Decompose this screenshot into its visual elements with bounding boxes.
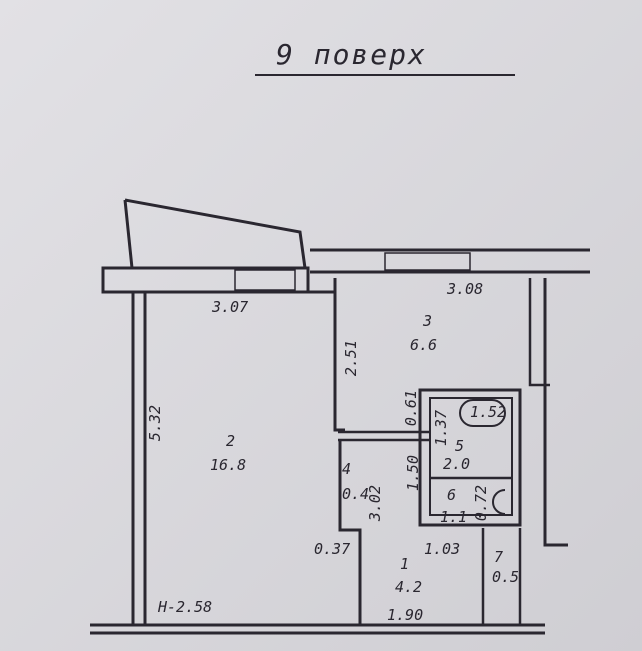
- ceiling-height: H-2.58: [158, 598, 213, 616]
- dim-1-52: 1.52: [470, 403, 507, 421]
- room-7-number: 7: [494, 548, 504, 566]
- dim-3-02: 3.02: [366, 485, 384, 522]
- room-3-number: 3: [423, 312, 433, 330]
- room-5-number: 5: [455, 437, 465, 455]
- dim-1-03: 1.03: [424, 540, 461, 558]
- dim-2-51: 2.51: [342, 340, 360, 377]
- room-6-number: 6: [447, 486, 457, 504]
- dim-top-right: 3.08: [447, 280, 484, 298]
- room-6-area: 1.1: [440, 508, 468, 526]
- dim-0-61: 0.61: [402, 390, 420, 427]
- dim-0-37: 0.37: [314, 540, 351, 558]
- floor-title: 9 поверх: [276, 38, 427, 71]
- room-4-number: 4: [342, 460, 352, 478]
- dim-1-90: 1.90: [387, 606, 424, 624]
- room-4-area: 0.4: [342, 485, 370, 503]
- room-7-area: 0.5: [492, 568, 520, 586]
- dim-1-50: 1.50: [404, 455, 422, 492]
- room-1-area: 4.2: [395, 578, 423, 596]
- room-1-number: 1: [400, 555, 410, 573]
- dim-5-32: 5.32: [146, 405, 164, 442]
- room-5-area: 2.0: [443, 455, 471, 473]
- room-2-number: 2: [226, 432, 236, 450]
- dim-1-37: 1.37: [432, 410, 450, 447]
- room-3-area: 6.6: [410, 336, 438, 354]
- dim-0-72: 0.72: [472, 485, 490, 522]
- room-2-area: 16.8: [210, 456, 247, 474]
- dim-top-left: 3.07: [212, 298, 249, 316]
